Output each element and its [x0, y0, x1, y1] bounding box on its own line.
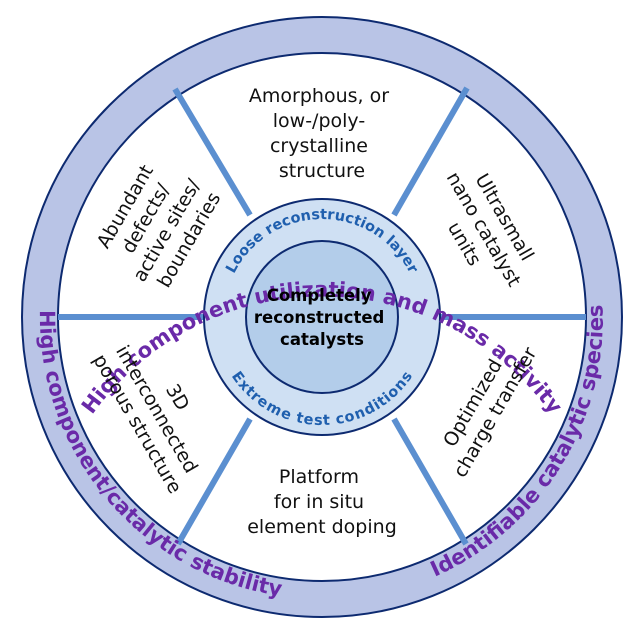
center-disc [245, 240, 399, 394]
segment-bottom-text: Platform for in situ element doping [247, 466, 397, 538]
spoke-upper-left [172, 87, 253, 217]
center-label-line: catalysts [280, 330, 364, 349]
segment-bottom-line: for in situ [274, 491, 364, 513]
segment-top-line: Amorphous, or [249, 85, 389, 107]
spoke-lower-left [175, 417, 253, 546]
segment-top-line: low-/poly- [273, 110, 365, 132]
spokes [58, 86, 586, 546]
center-label-line: Completely [267, 286, 372, 305]
center-label-line: reconstructed [254, 308, 384, 327]
segment-bottom-line: element doping [247, 516, 397, 538]
segment-bottom-line: Platform [279, 466, 359, 488]
center-label: Completely reconstructed catalysts [254, 286, 390, 349]
spoke-lower-right [391, 417, 469, 546]
segment-top-line: structure [279, 160, 365, 182]
segment-top-text: Amorphous, or low-/poly- crystalline str… [249, 85, 395, 182]
spoke-upper-right [391, 86, 470, 217]
segment-top-line: crystalline [270, 135, 368, 157]
